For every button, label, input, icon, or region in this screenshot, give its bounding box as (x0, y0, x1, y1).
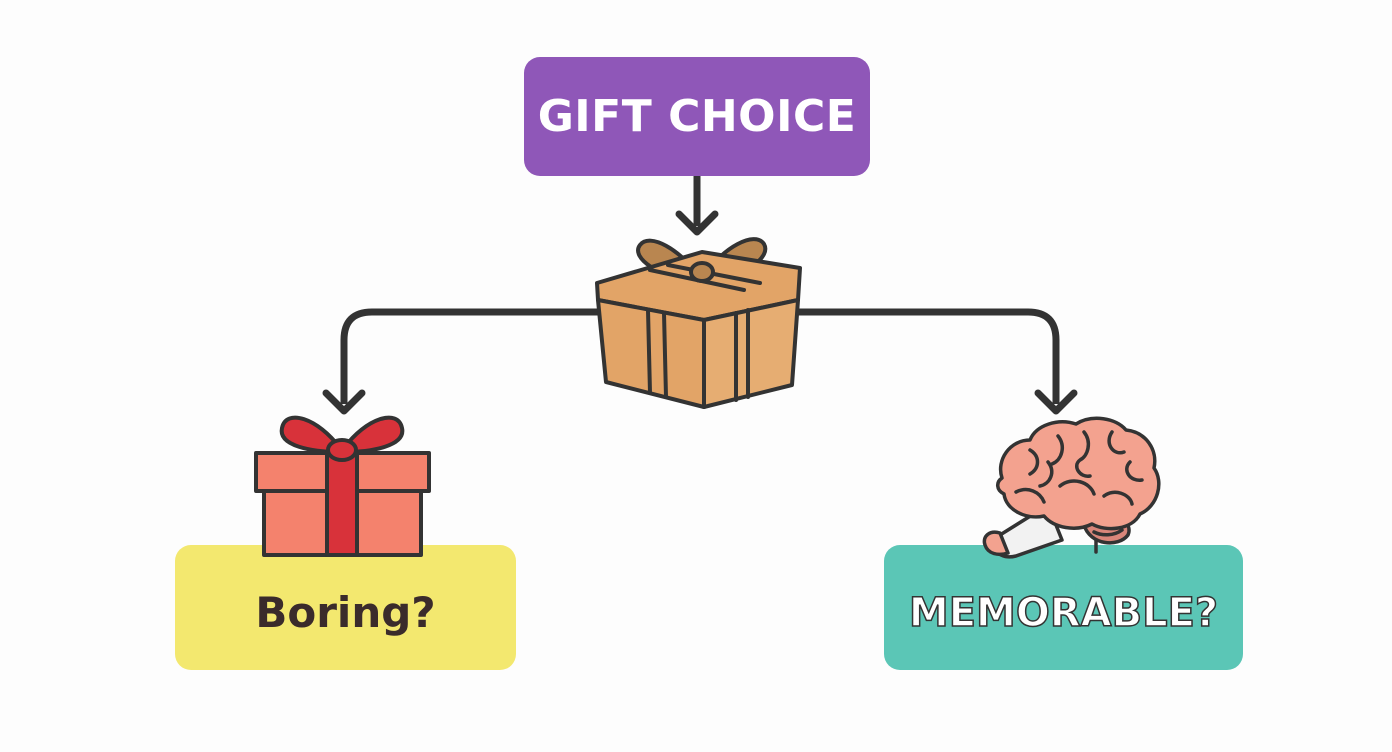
arrowhead-top-to-gift (675, 210, 719, 236)
arrowhead-gift-to-left (322, 389, 366, 415)
boring-node: Boring? (175, 545, 516, 670)
memorable-node: MEMORABLE? (884, 545, 1243, 670)
arrow-gift-to-left (340, 308, 600, 404)
boring-label: Boring? (255, 588, 436, 637)
memorable-label: MEMORABLE? (908, 589, 1219, 637)
arrowhead-gift-to-right (1034, 389, 1078, 415)
gift-choice-label: GIFT CHOICE (537, 91, 857, 142)
gift-choice-node: GIFT CHOICE (524, 57, 870, 176)
arrow-gift-to-right (796, 308, 1060, 404)
